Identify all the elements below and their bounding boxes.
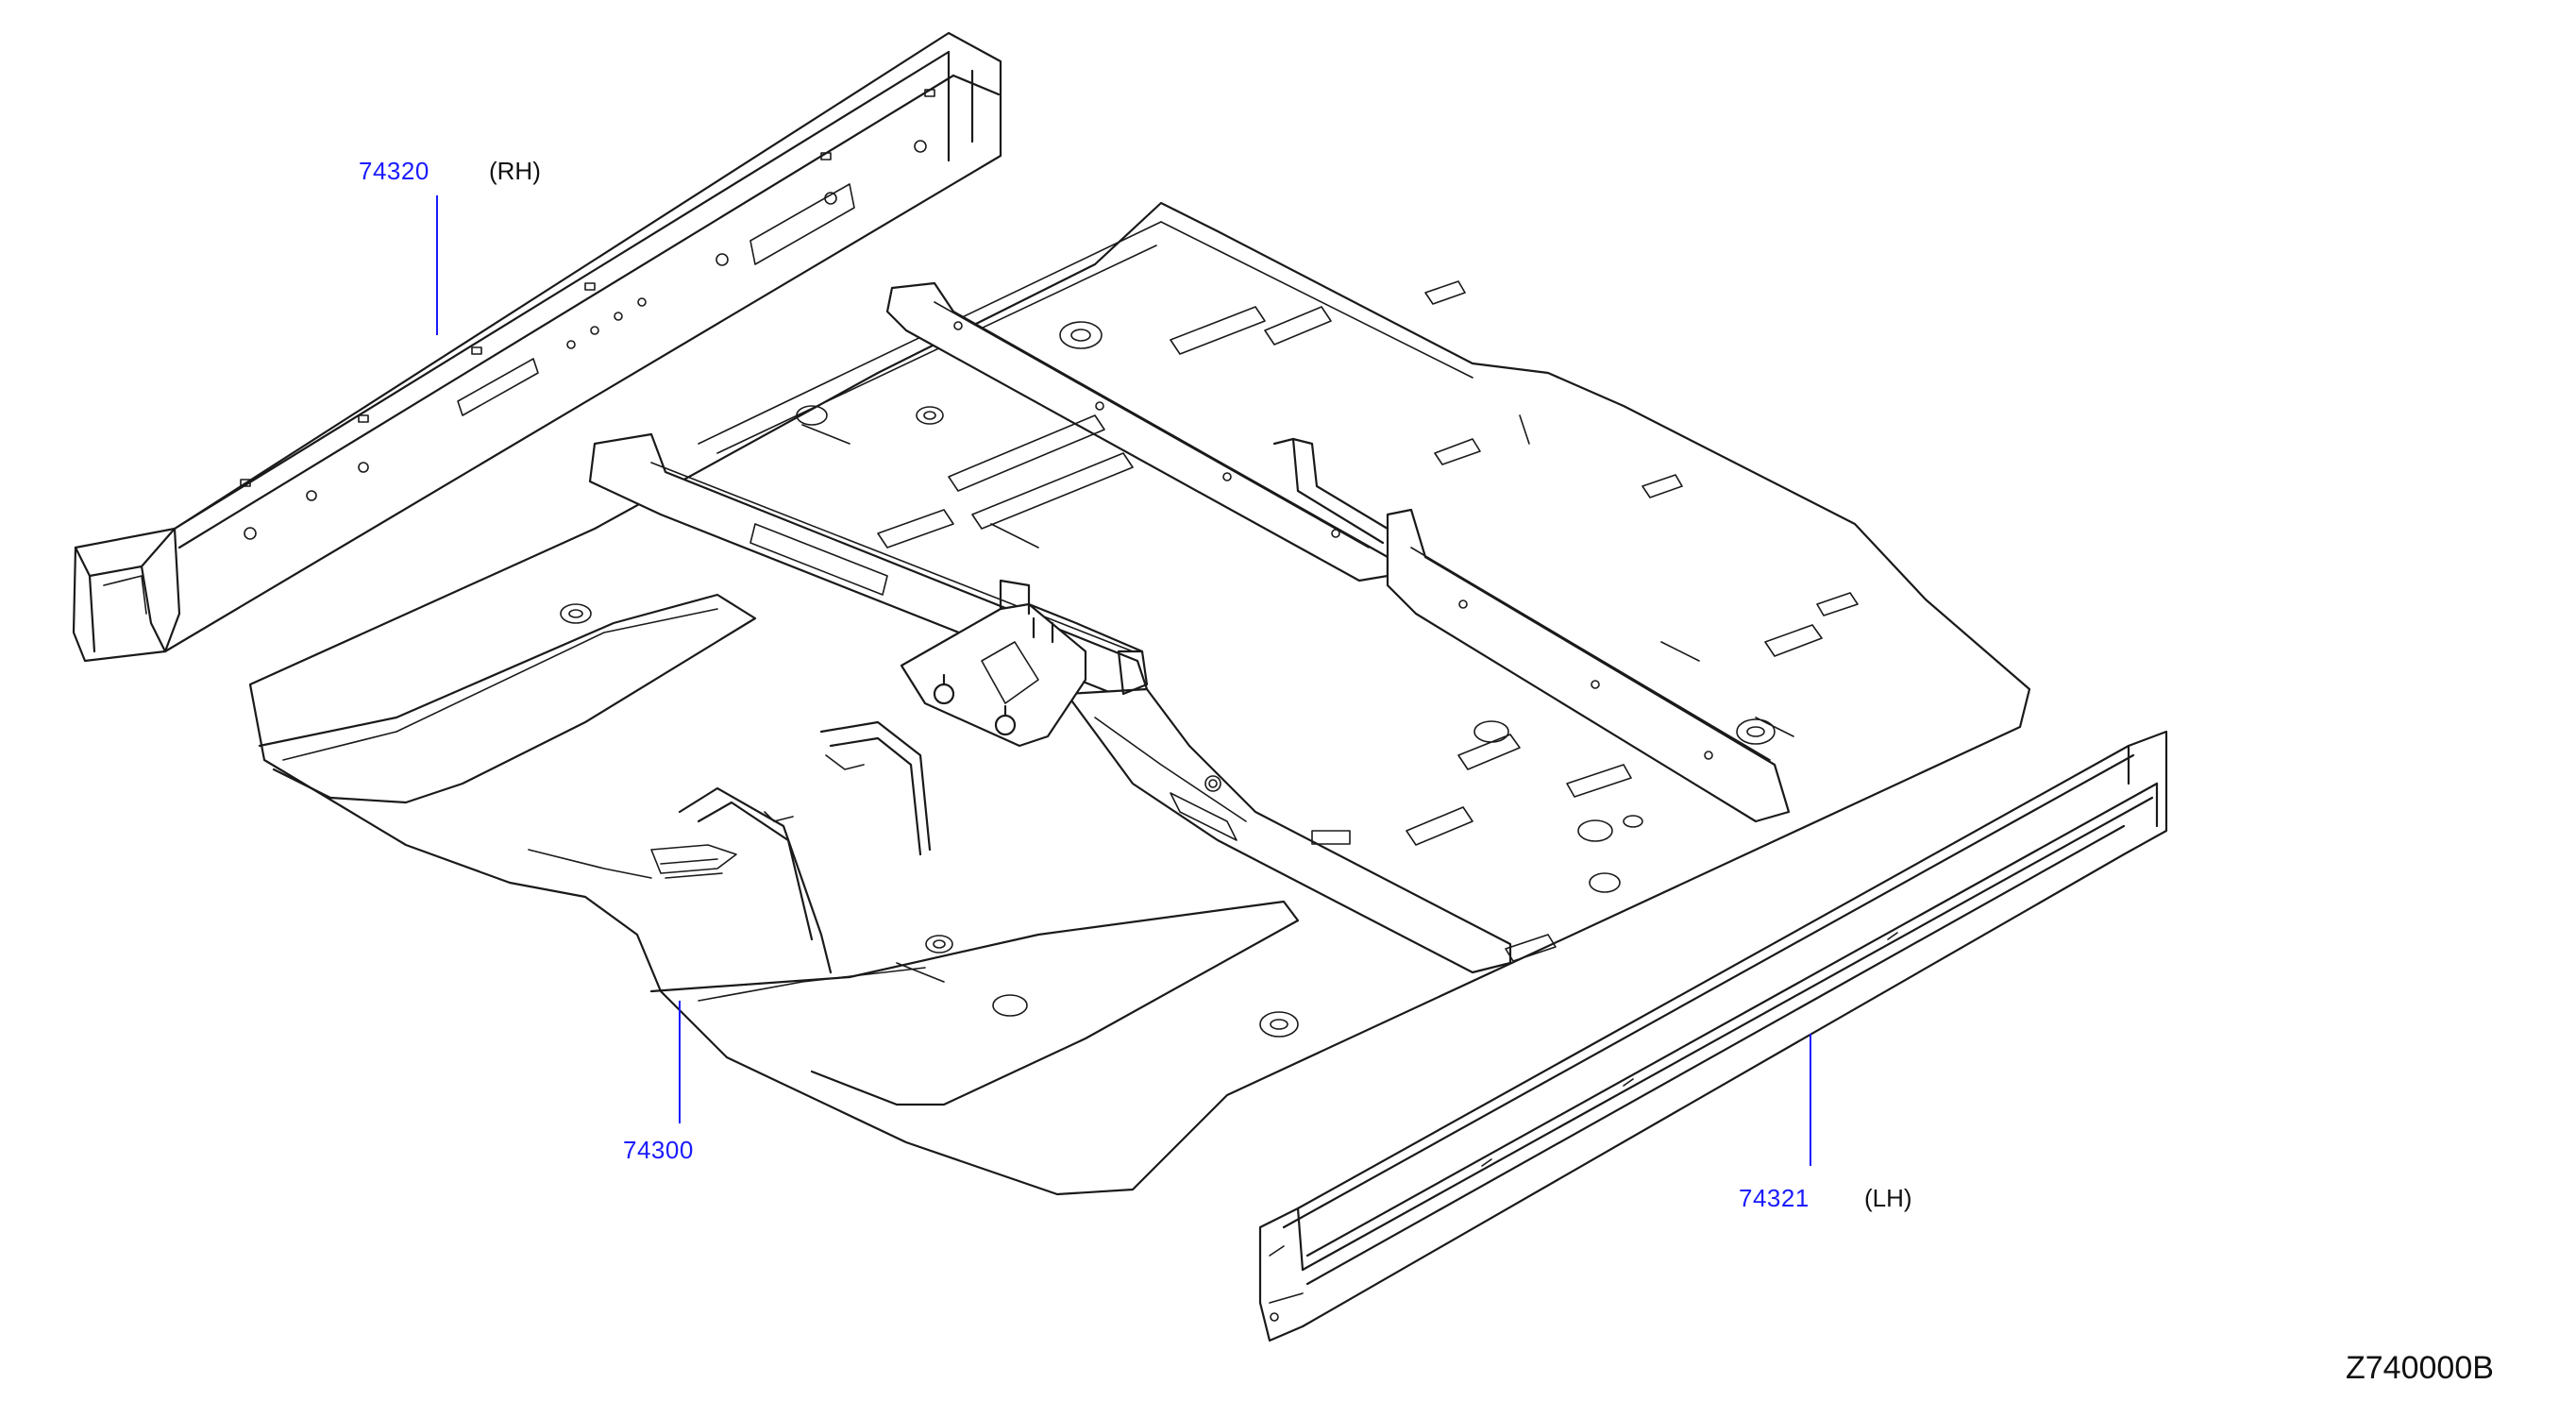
callout-74320[interactable]: 74320 xyxy=(359,157,429,185)
callout-74321[interactable]: 74321 xyxy=(1739,1184,1810,1212)
side-label-lh: (LH) xyxy=(1864,1184,1912,1212)
diagram-code: Z740000B xyxy=(2346,1350,2494,1386)
callout-74300[interactable]: 74300 xyxy=(623,1136,694,1164)
rh-side-member xyxy=(72,31,1002,663)
lh-side-member xyxy=(1258,730,2168,1342)
leader-lines xyxy=(436,195,1811,1166)
main-floor-panel xyxy=(248,201,2031,1196)
side-label-rh: (RH) xyxy=(489,157,541,185)
